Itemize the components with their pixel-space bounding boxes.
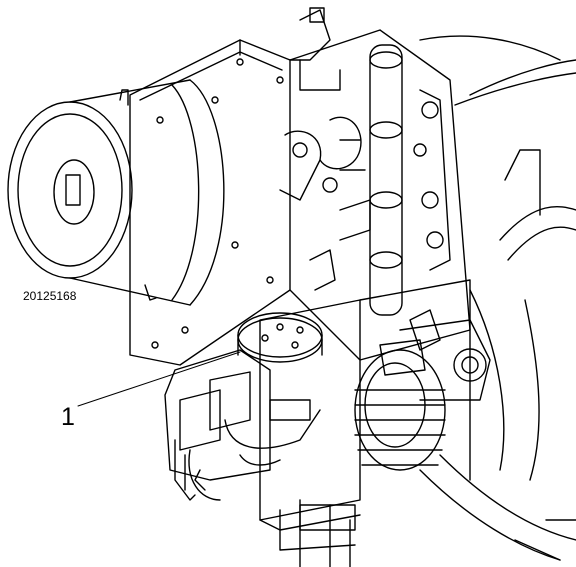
drawing-number-label: 20125168 [23,289,77,303]
burner-housing-drawing [259,29,471,567]
control-box-drawing [164,349,321,501]
blast-tube-drawing [7,79,225,306]
servo-motor-drawing [354,309,491,471]
callout-label-1: 1 [61,403,75,431]
mounting-flange-drawing [129,39,291,366]
damper-disc-drawing [237,312,323,363]
valve-train-drawing [279,7,451,316]
boiler-shell-drawing [419,35,576,561]
callout-leader-line [77,351,241,407]
